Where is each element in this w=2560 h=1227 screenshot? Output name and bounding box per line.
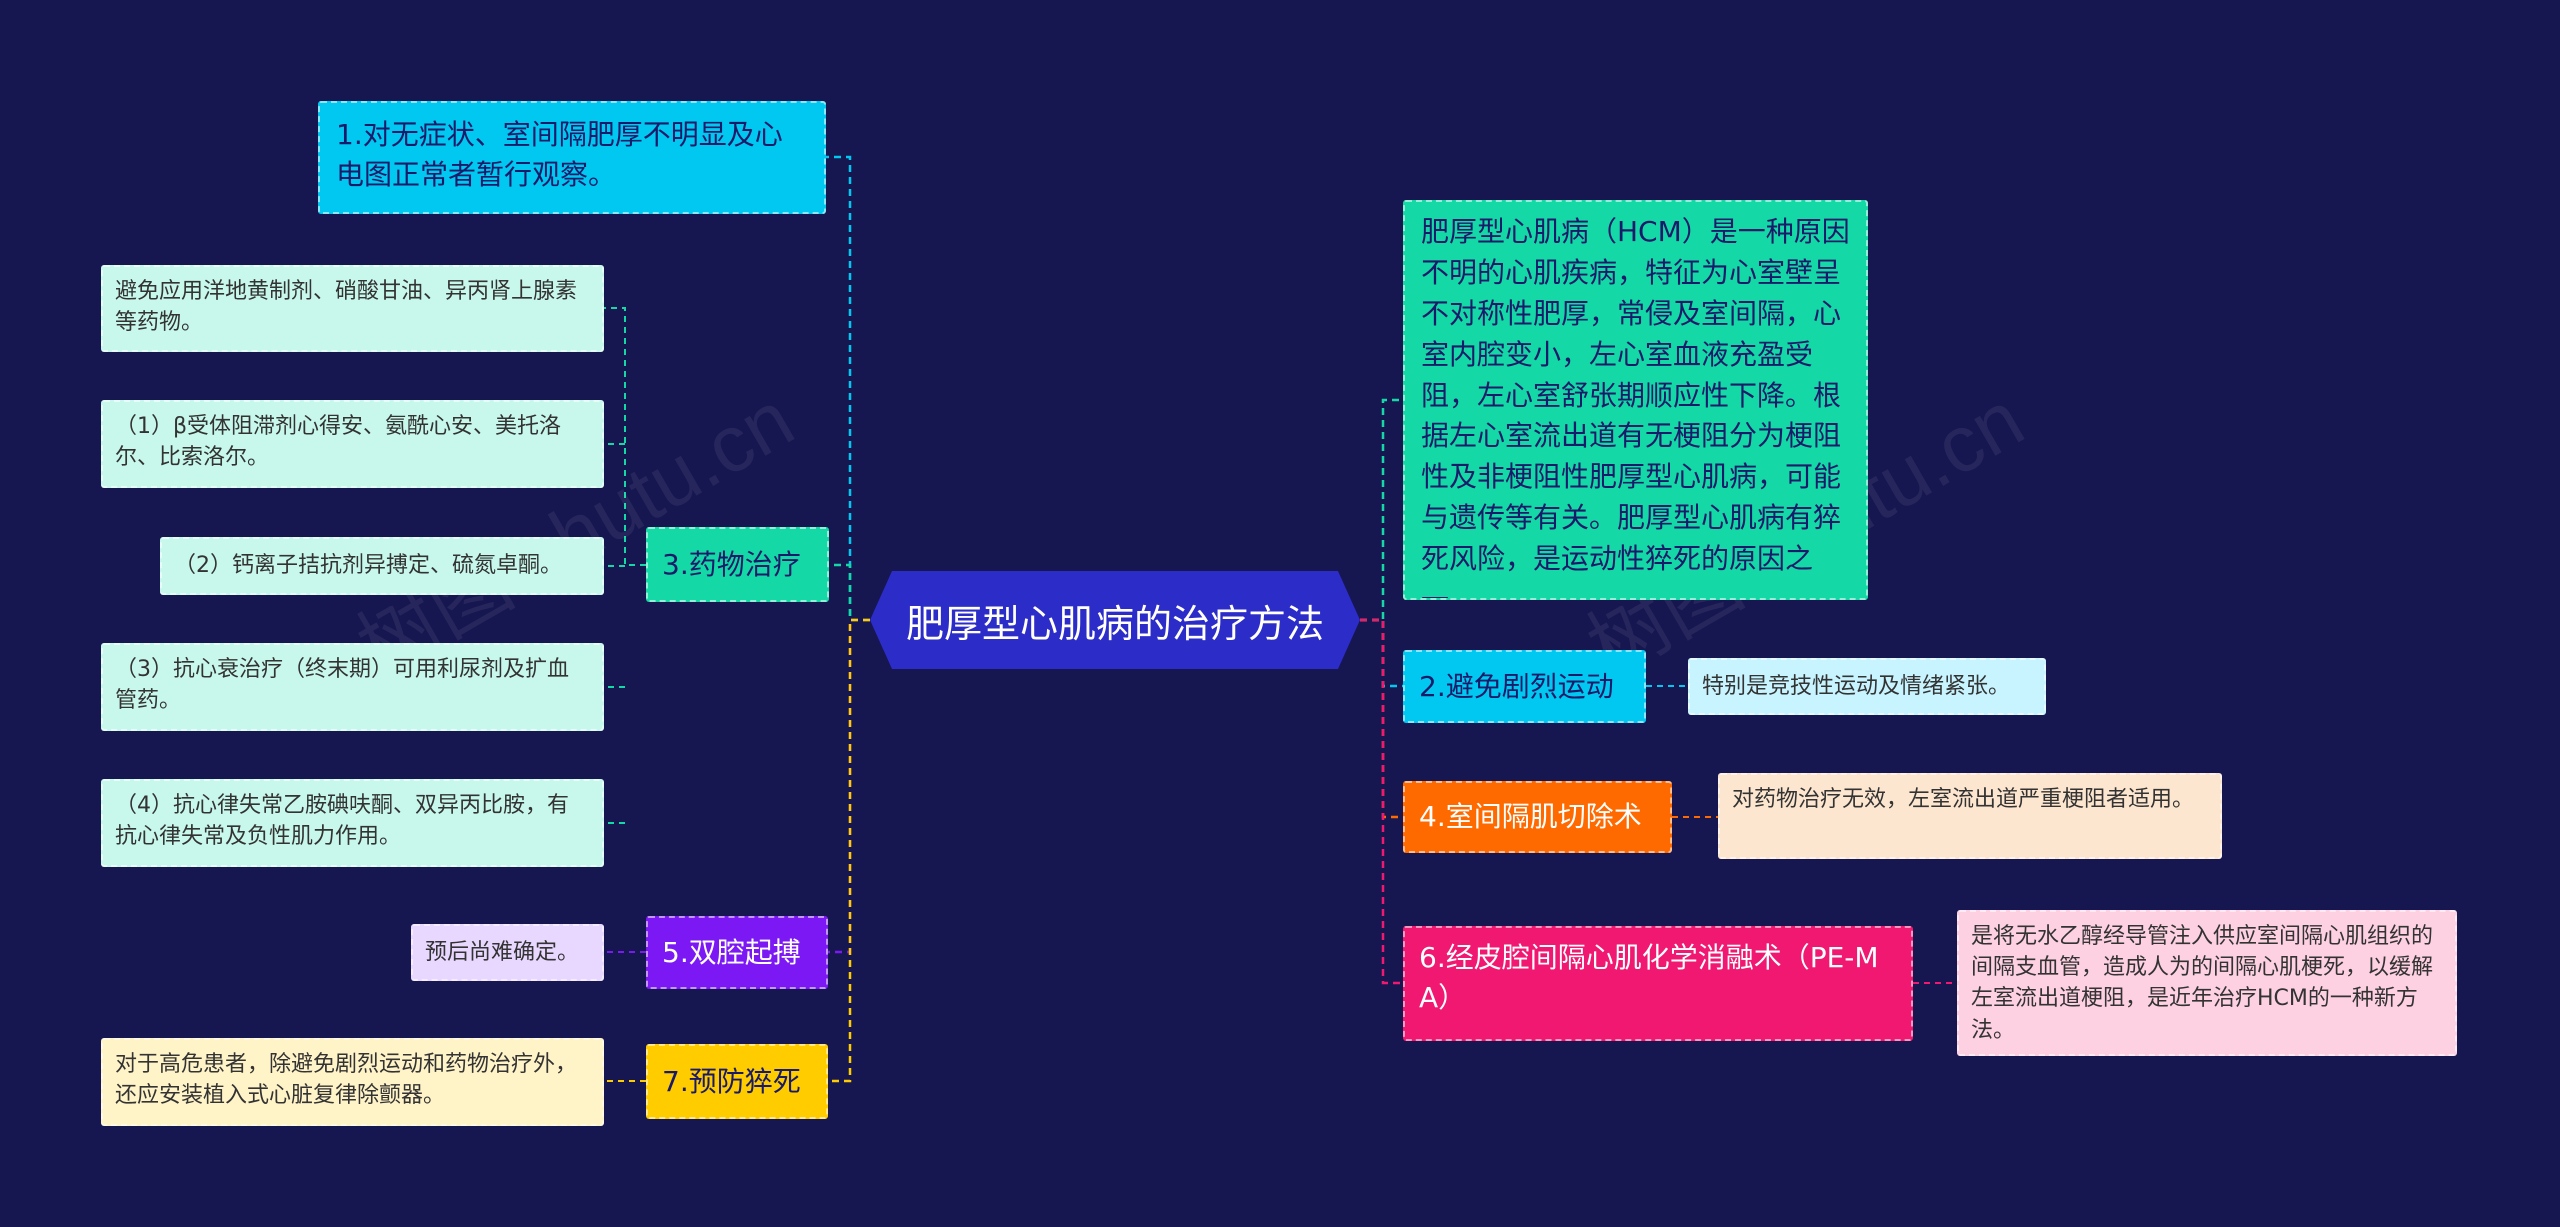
link-root-b6 <box>1360 618 1403 985</box>
branch-dual-chamber-pacing-label: 5.双腔起搏 <box>662 935 801 969</box>
leaf-drug-avoid[interactable]: 避免应用洋地黄制剂、硝酸甘油、异丙肾上腺素等药物。 <box>101 265 604 352</box>
link-root-b4 <box>1360 618 1403 819</box>
branch-dual-chamber-pacing[interactable]: 5.双腔起搏 <box>646 916 828 989</box>
leaf-drug-calcium[interactable]: （2）钙离子拮抗剂异搏定、硫氮卓酮。 <box>160 537 604 595</box>
leaf-drug-antiarrhythmic[interactable]: （4）抗心律失常乙胺碘呋酮、双异丙比胺，有抗心律失常及负性肌力作用。 <box>101 779 604 867</box>
branch-prevent-sudden-death[interactable]: 7.预防猝死 <box>646 1044 828 1119</box>
leaf-drug-beta-blocker[interactable]: （1）β受体阻滞剂心得安、氨酰心安、美托洛尔、比索洛尔。 <box>101 400 604 488</box>
branch-drug-therapy[interactable]: 3.药物治疗 <box>646 527 829 602</box>
description-node[interactable]: 肥厚型心肌病（HCM）是一种原因不明的心肌疾病，特征为心室壁呈不对称性肥厚，常侵… <box>1403 200 1868 600</box>
leaf-drug-beta-blocker-text: （1）β受体阻滞剂心得安、氨酰心安、美托洛尔、比索洛尔。 <box>115 414 562 471</box>
leaf-prevent-detail-text: 对于高危患者，除避免剧烈运动和药物治疗外，还应安装植入式心脏复律除颤器。 <box>115 1052 578 1109</box>
leaf-drug-heart-failure[interactable]: （3）抗心衰治疗（终末期）可用利尿剂及扩血管药。 <box>101 643 604 731</box>
leaf-pacing-detail-text: 预后尚难确定。 <box>425 939 580 965</box>
leaf-drug-antiarrhythmic-text: （4）抗心律失常乙胺碘呋酮、双异丙比胺，有抗心律失常及负性肌力作用。 <box>115 793 569 850</box>
leaf-myectomy-detail[interactable]: 对药物治疗无效，左室流出道严重梗阻者适用。 <box>1718 773 2222 859</box>
link-root-desc <box>1360 398 1403 622</box>
branch-septal-ablation[interactable]: 6.经皮腔间隔心肌化学消融术（PE-MA） <box>1403 926 1913 1041</box>
leaf-drug-heart-failure-text: （3）抗心衰治疗（终末期）可用利尿剂及扩血管药。 <box>115 657 569 714</box>
branch-drug-therapy-label: 3.药物治疗 <box>662 547 801 581</box>
root-label: 肥厚型心肌病的治疗方法 <box>905 601 1324 646</box>
leaf-avoid-exercise-detail-text: 特别是竞技性运动及情绪紧张。 <box>1702 673 2011 699</box>
link-root-b2 <box>1360 618 1403 688</box>
leaf-ablation-detail[interactable]: 是将无水乙醇经导管注入供应室间隔心肌组织的间隔支血管，造成人为的间隔心肌梗死，以… <box>1957 910 2457 1056</box>
branch-septal-ablation-label: 6.经皮腔间隔心肌化学消融术（PE-MA） <box>1419 941 1879 1014</box>
link-b3-leaves <box>604 307 646 824</box>
leaf-drug-calcium-text: （2）钙离子拮抗剂异搏定、硫氮卓酮。 <box>174 553 562 579</box>
root-node[interactable]: 肥厚型心肌病的治疗方法 <box>870 571 1360 669</box>
branch-avoid-exercise-label: 2.避免剧烈运动 <box>1419 669 1614 703</box>
branch-prevent-sudden-death-label: 7.预防猝死 <box>662 1064 801 1098</box>
branch-observation-label: 1.对无症状、室间隔肥厚不明显及心电图正常者暂行观察。 <box>336 118 783 191</box>
leaf-ablation-detail-text: 是将无水乙醇经导管注入供应室间隔心肌组织的间隔支血管，造成人为的间隔心肌梗死，以… <box>1971 924 2434 1043</box>
link-root-b7 <box>828 618 870 1083</box>
leaf-myectomy-detail-text: 对药物治疗无效，左室流出道严重梗阻者适用。 <box>1732 787 2195 812</box>
branch-septal-myectomy-label: 4.室间隔肌切除术 <box>1419 800 1642 834</box>
link-root-b1 <box>826 155 870 622</box>
branch-septal-myectomy[interactable]: 4.室间隔肌切除术 <box>1403 781 1672 853</box>
leaf-avoid-exercise-detail[interactable]: 特别是竞技性运动及情绪紧张。 <box>1688 658 2046 715</box>
branch-observation[interactable]: 1.对无症状、室间隔肥厚不明显及心电图正常者暂行观察。 <box>318 101 826 214</box>
leaf-drug-avoid-text: 避免应用洋地黄制剂、硝酸甘油、异丙肾上腺素等药物。 <box>115 279 578 336</box>
link-root-b3 <box>829 563 870 622</box>
leaf-prevent-detail[interactable]: 对于高危患者，除避免剧烈运动和药物治疗外，还应安装植入式心脏复律除颤器。 <box>101 1038 604 1126</box>
leaf-pacing-detail[interactable]: 预后尚难确定。 <box>411 924 604 981</box>
description-text: 肥厚型心肌病（HCM）是一种原因不明的心肌疾病，特征为心室壁呈不对称性肥厚，常侵… <box>1421 215 1850 600</box>
branch-avoid-exercise[interactable]: 2.避免剧烈运动 <box>1403 650 1646 723</box>
